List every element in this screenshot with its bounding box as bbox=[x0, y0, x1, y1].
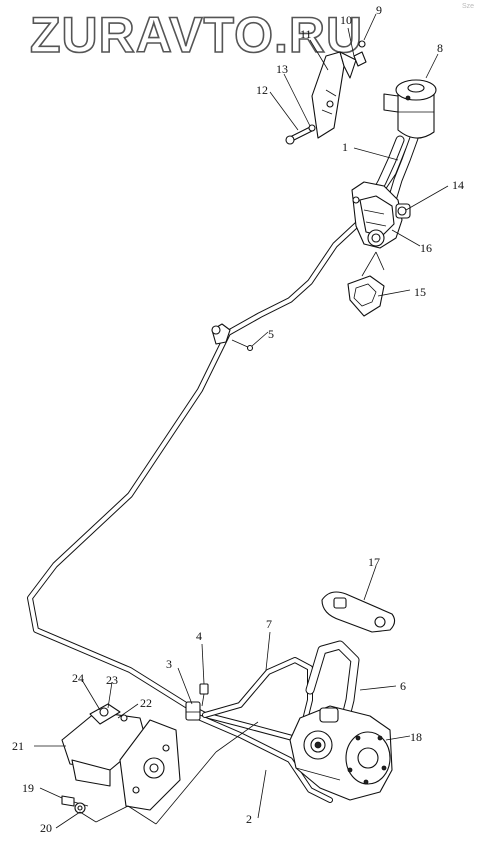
bolt-12 bbox=[285, 124, 316, 145]
callout-16: 16 bbox=[420, 241, 432, 255]
pipe-7 bbox=[202, 657, 313, 743]
callout-13: 13 bbox=[276, 62, 288, 76]
bracket-11 bbox=[311, 40, 367, 139]
leader-lines bbox=[34, 13, 449, 829]
callout-1: 1 bbox=[342, 140, 348, 154]
callout-4: 4 bbox=[196, 629, 202, 643]
callouts: 1 2 3 4 5 6 7 8 9 10 11 12 13 14 15 16 1… bbox=[12, 3, 464, 835]
reservoir-8 bbox=[383, 79, 437, 139]
steering-gear-18 bbox=[289, 705, 393, 801]
callout-21: 21 bbox=[12, 739, 24, 753]
callout-15: 15 bbox=[414, 285, 426, 299]
callout-5: 5 bbox=[268, 327, 274, 341]
bracket-22 bbox=[119, 719, 181, 811]
watermark: ZURAVTO.RU bbox=[30, 7, 363, 63]
gasket-15 bbox=[347, 251, 385, 317]
callout-8: 8 bbox=[437, 41, 443, 55]
callout-14: 14 bbox=[452, 178, 464, 192]
bolt-19 bbox=[61, 795, 89, 807]
pitman-arm-17 bbox=[321, 591, 396, 633]
callout-6: 6 bbox=[400, 679, 406, 693]
callout-12: 12 bbox=[256, 83, 268, 97]
callout-2: 2 bbox=[246, 812, 252, 826]
callout-3: 3 bbox=[166, 657, 172, 671]
callout-10: 10 bbox=[340, 13, 352, 27]
callout-11: 11 bbox=[300, 27, 312, 41]
callout-24: 24 bbox=[72, 671, 84, 685]
callout-23: 23 bbox=[106, 673, 118, 687]
callout-9: 9 bbox=[376, 3, 382, 17]
callout-22: 22 bbox=[140, 696, 152, 710]
clamp-3 bbox=[185, 701, 201, 721]
callout-17: 17 bbox=[368, 555, 380, 569]
hose-6 bbox=[305, 640, 360, 725]
callout-18: 18 bbox=[410, 730, 422, 744]
corner-mark: Sze bbox=[462, 3, 474, 10]
nut-20 bbox=[74, 802, 86, 814]
clamp-5 bbox=[211, 323, 254, 352]
callout-20: 20 bbox=[40, 821, 52, 835]
pipe-2 bbox=[193, 713, 333, 803]
callout-19: 19 bbox=[22, 781, 34, 795]
pump-16 bbox=[351, 181, 411, 249]
callout-7: 7 bbox=[266, 617, 272, 631]
bolt-4 bbox=[199, 683, 209, 707]
